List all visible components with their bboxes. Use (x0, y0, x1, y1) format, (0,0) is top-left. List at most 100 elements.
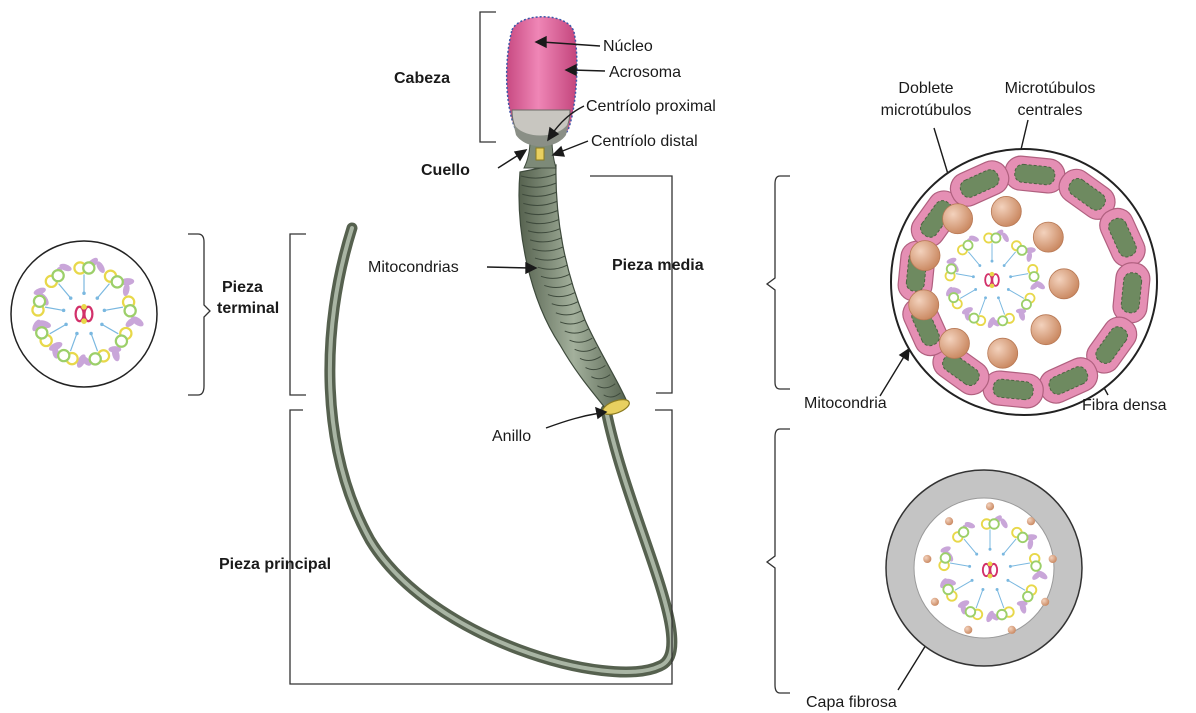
doublet-b (966, 607, 976, 617)
cross-section-midpiece (891, 149, 1157, 415)
outer-dense-fiber (1049, 269, 1079, 299)
outer-dense-fiber (943, 204, 973, 234)
doublet-b (58, 350, 69, 361)
bracket-right-bottom (767, 429, 790, 693)
central-bridge (990, 272, 995, 277)
spoke-head (968, 565, 971, 568)
doublet-b (125, 305, 136, 316)
doublet-b (1017, 246, 1026, 255)
outer-dense-fiber (910, 241, 940, 271)
outer-dense-fiber-small (986, 502, 994, 510)
doublet-b (112, 276, 123, 287)
label-anillo: Anillo (492, 428, 531, 446)
doublet-b (116, 336, 127, 347)
label-mitocondria: Mitocondria (804, 395, 887, 413)
outer-dense-fiber-small (1027, 517, 1035, 525)
spoke-head (1006, 579, 1009, 582)
bracket-pieza-terminal-outer (188, 234, 210, 395)
bracket-cabeza (480, 12, 496, 142)
central-bridge (990, 284, 995, 289)
doublet-b (34, 296, 45, 307)
doublet-b (1022, 300, 1031, 309)
bracket-right-top (767, 176, 790, 389)
spoke-head (89, 332, 93, 336)
doublet-b (959, 527, 969, 537)
doublet-b (1023, 592, 1033, 602)
spoke-head (996, 588, 999, 591)
doublet-b (1031, 561, 1041, 571)
spoke-head (1003, 264, 1006, 267)
doublet-b (941, 553, 951, 563)
spoke-head (974, 288, 977, 291)
label-centriolo-proximal: Centríolo proximal (586, 98, 716, 116)
outer-dense-fiber-small (931, 598, 939, 606)
central-bridge (81, 304, 87, 310)
spoke-head (971, 579, 974, 582)
doublet-b (947, 264, 956, 273)
doublet-b (998, 316, 1007, 325)
doublet-b (989, 519, 999, 529)
outer-dense-fiber-small (1049, 555, 1057, 563)
doublet-b (1018, 533, 1028, 543)
spoke-head (100, 323, 104, 327)
spoke-head (1009, 275, 1012, 278)
outer-dense-fiber (1031, 315, 1061, 345)
label-centriolo-distal: Centríolo distal (591, 133, 698, 151)
label-doblete-line1: Doblete (876, 80, 976, 98)
spoke-head (972, 275, 975, 278)
label-capa-fibrosa: Capa fibrosa (806, 694, 897, 712)
centriole-distal (536, 148, 544, 160)
central-bridge (988, 562, 993, 567)
central-bridge (81, 318, 87, 324)
spoke-head (69, 296, 73, 300)
label-mitocondrias: Mitocondrias (368, 259, 459, 277)
doublet-b (1029, 272, 1038, 281)
outer-dense-fiber-small (923, 555, 931, 563)
outer-dense-fiber-small (945, 517, 953, 525)
spoke-head (978, 264, 981, 267)
tail-principal-piece (330, 228, 672, 672)
label-microtubulos-line1: Microtúbulos (990, 80, 1110, 98)
spoke-head (96, 296, 100, 300)
label-fibra-densa: Fibra densa (1082, 397, 1167, 415)
doublet-b (997, 610, 1007, 620)
spoke-head (75, 332, 79, 336)
spoke-head (997, 296, 1000, 299)
outer-dense-fiber (991, 196, 1021, 226)
label-microtubulos-line2: centrales (990, 102, 1110, 120)
spoke-head (64, 323, 68, 327)
label-nucleo: Núcleo (603, 38, 653, 56)
outer-dense-fiber (909, 290, 939, 320)
label-cuello: Cuello (421, 162, 470, 180)
spoke-head (975, 553, 978, 556)
doublet-b (969, 314, 978, 323)
cross-section-principal-piece (886, 470, 1082, 666)
spoke-head (989, 548, 992, 551)
spoke-head (981, 588, 984, 591)
doublet-b (36, 327, 47, 338)
spoke-head (1007, 288, 1010, 291)
spoke-head (1009, 565, 1012, 568)
outer-dense-fiber-small (1008, 626, 1016, 634)
outer-dense-fiber (939, 328, 969, 358)
bracket-pieza-terminal-inner (290, 234, 306, 395)
doublet-b (949, 293, 958, 302)
doublet-b (963, 241, 972, 250)
doublet-b (90, 353, 101, 364)
spoke-head (1002, 553, 1005, 556)
spoke-head (991, 260, 994, 263)
label-pieza-media: Pieza media (612, 257, 704, 275)
spoke-head (62, 309, 66, 313)
label-pieza-terminal-line1: Pieza (222, 279, 263, 297)
doublet-b (991, 233, 1000, 242)
label-pieza-principal: Pieza principal (219, 556, 331, 574)
outer-dense-fiber-small (964, 626, 972, 634)
spoke-head (103, 309, 107, 313)
spoke-head (82, 292, 86, 296)
outer-dense-fiber (1033, 222, 1063, 252)
outer-dense-fiber (988, 338, 1018, 368)
doublet-b (53, 270, 64, 281)
label-pieza-terminal-line2: terminal (217, 300, 279, 318)
midpiece (519, 165, 628, 412)
mitochondrion-cristae (992, 379, 1034, 401)
